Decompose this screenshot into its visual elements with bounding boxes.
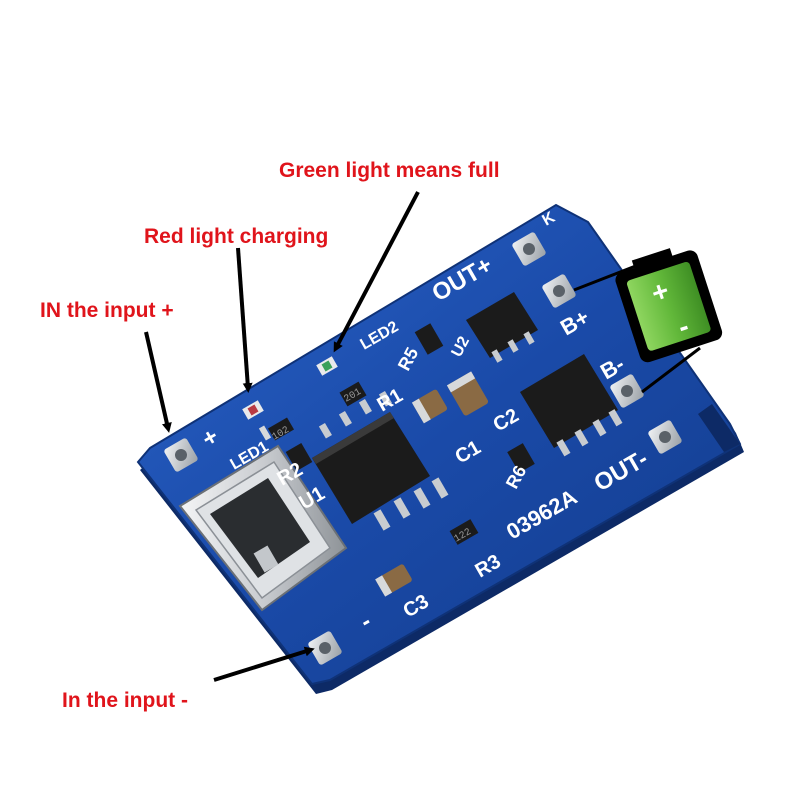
micro-usb-connector	[178, 444, 348, 612]
led1-red	[242, 400, 264, 420]
pad-in-plus	[164, 438, 198, 472]
arrow-red-light	[236, 247, 253, 393]
arrow-input-minus	[213, 646, 315, 682]
resistor-r1	[339, 381, 367, 407]
capacitor-c1	[411, 389, 448, 424]
resistor-r2	[285, 442, 313, 472]
pad-b-plus	[542, 274, 576, 308]
led2-green	[316, 356, 338, 376]
caption-input-minus: In the input -	[62, 689, 188, 712]
pad-out-minus	[648, 420, 682, 454]
arrow-input-plus	[144, 331, 172, 433]
arrow-green-light	[333, 191, 420, 353]
caption-red-light: Red light charging	[144, 225, 329, 248]
capacitor-c3	[375, 564, 412, 597]
pad-in-minus	[308, 631, 342, 665]
arrows	[144, 191, 420, 682]
caption-input-plus: IN the input +	[40, 299, 174, 322]
chip-u2	[466, 292, 538, 363]
pad-b-minus	[610, 374, 644, 408]
chip-mosfet	[520, 354, 623, 457]
resistor-r6	[507, 443, 535, 473]
capacitor-c2	[446, 371, 489, 416]
resistor-r5	[414, 323, 444, 355]
resistor-102-a	[258, 417, 295, 441]
caption-green-light: Green light means full	[279, 159, 500, 182]
chip-u1	[312, 390, 449, 531]
resistor-r3	[449, 519, 479, 545]
pad-out-plus	[512, 232, 546, 266]
battery-icon: + -	[615, 248, 723, 363]
